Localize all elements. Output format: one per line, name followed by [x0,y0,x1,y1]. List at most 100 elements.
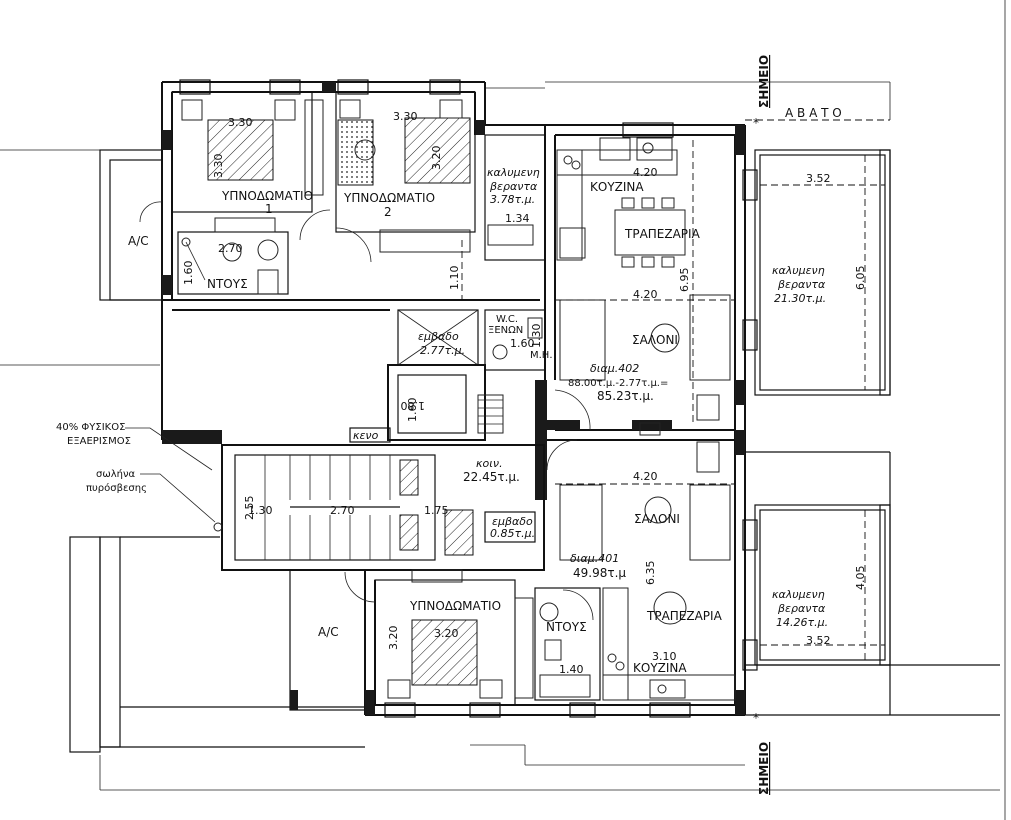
dim-small-veranda: 1.34 [505,212,530,225]
bedroom-2: 3.30 3.20 ΥΠΝΟΔΩΜΑΤΙΟ 2 [335,91,476,263]
label-veranda-upper-c: 21.30τ.μ. [774,292,826,305]
label-area-box-lower-b: 0.85τ.μ. [490,527,535,540]
wc-guests: W.C. ΞΕΝΩΝ 1.60 1.30 Μ.Η. [484,309,553,371]
label-dining-lower: ΤΡΑΠΕΖΑΡΙΑ [646,609,723,623]
dim-lobby: 1.75 [424,504,449,517]
label-avato: Α Β Α Τ Ο [785,106,842,120]
label-bedroom-2: ΥΠΝΟΔΩΜΑΤΙΟ [343,191,435,205]
label-veranda-upper-a: καλυμενη [772,264,825,277]
dim-bedroom2-depth: 3.20 [430,146,443,171]
shower-upper: 2.70 1.60 ΝΤΟΥΣ [177,217,289,295]
label-ventilation-b: ΕΞΑΕΡΙΣΜΟΣ [67,436,131,447]
dim-lift-width: 1.80 [401,399,426,412]
label-bedroom-1-num: 1 [265,202,273,216]
label-apt402-b: 88.00τ.μ.-2.77τ.μ.= [568,378,668,389]
label-ac-lower: A/C [318,625,339,639]
label-apt401-a: διαμ.401 [570,552,619,565]
dim-veranda-upper-depth: 6.05 [854,266,867,291]
dim-veranda-upper-width: 3.52 [806,172,831,185]
label-ventilation-a: 40% ΦΥΣΙΚΟΣ [56,422,125,433]
label-common-a: κοιν. [476,457,503,470]
dim-bedroom2-width: 3.30 [393,110,418,123]
dim-stair-length: 2.70 [330,504,355,517]
label-simeio-bottom: ΣΗΜΕΙΟ [757,742,771,795]
bedroom-1: 3.30 3.30 ΥΠΝΟΔΩΜΑΤΙΟ 1 [171,91,331,241]
dim-veranda-lower-width: 3.52 [806,634,831,647]
dim-shower-lower: 1.40 [559,663,584,676]
label-mh: Μ.Η. [530,350,553,361]
dim-wc: 1.60 [510,337,535,350]
marker-star-top: * [753,116,759,130]
dim-bedroom-lower-depth: 3.20 [387,626,400,651]
kitchen-lower: 3.10 ΚΟΥΖΙΝΑ [602,587,736,701]
dim-bedroom-lower-width: 3.20 [434,627,459,640]
small-veranda: καλυμενη βεραντα 3.78τ.μ. 1.34 [484,134,546,261]
dim-veranda-lower-depth: 4.05 [854,566,867,591]
label-area-box-upper-a: εμβαδο [418,330,459,343]
label-kitchen-upper: ΚΟΥΖΙΝΑ [590,180,644,194]
label-veranda-lower-b: βεραντα [777,602,826,615]
label-common-b: 22.45τ.μ. [463,470,520,484]
dim-wc-depth: 1.30 [530,324,543,349]
label-fire-hose-b: πυρόσβεσης [86,482,147,494]
dim-shower-width: 2.70 [218,242,243,255]
label-living-upper: ΣΑΛΟΝΙ [632,333,678,347]
living-lower: 4.20 6.35 ΣΑΛΟΝΙ διαμ.401 49.98τ.μ [546,422,735,586]
dim-corridor: 1.10 [448,266,461,291]
dim-kitchen-upper: 4.20 [633,166,658,179]
label-apt402-a: διαμ.402 [590,362,639,375]
label-shower-upper: ΝΤΟΥΣ [207,277,248,291]
label-veranda-upper-b: βεραντα [777,278,826,291]
dim-lift-height: 1.60 [406,398,419,423]
label-bedroom-lower: ΥΠΝΟΔΩΜΑΤΙΟ [409,599,501,613]
label-fire-hose-a: σωλήνα [96,468,136,480]
dim-living-lower: 4.20 [633,470,658,483]
dim-bedroom1-width: 3.30 [228,116,253,129]
label-keno: κενο [353,429,379,442]
dim-stair-landing: 1.30 [248,504,273,517]
shower-lower: ΝΤΟΥΣ 1.40 [534,587,601,701]
label-wc-a: W.C. [496,314,518,325]
veranda-upper-right: 3.52 6.05 καλυμενη βεραντα 21.30τ.μ. [754,149,891,396]
label-apt401-b: 49.98τ.μ [573,566,626,580]
veranda-lower-right: 4.05 3.52 καλυμενη βεραντα 14.26τ.μ. [745,451,1000,716]
area-box-upper: εμβαδο 2.77τ.μ. [397,309,479,366]
marker-star-bottom: * [753,711,759,725]
label-small-veranda-a: καλυμενη [487,166,540,179]
label-small-veranda-c: 3.78τ.μ. [490,193,535,206]
label-bedroom-2-num: 2 [384,205,392,219]
dim-upper-depth: 6.95 [678,268,691,293]
dining-upper: ΤΡΑΠΕΖΑΡΙΑ [614,197,701,268]
dim-shower-depth: 1.60 [182,261,195,286]
stairwell: 2.55 1.30 2.70 1.75 κοιν. 22.45τ.μ. [213,444,545,571]
label-simeio-top: ΣΗΜΕΙΟ [757,55,771,108]
windows [179,79,758,718]
kitchen-upper: 4.20 ΚΟΥΖΙΝΑ [556,137,678,261]
lift-shaft: 1.60 1.80 κενο [349,364,504,443]
label-area-box-lower-a: εμβαδο [492,515,533,528]
area-box-lower: εμβαδο 0.85τ.μ. [484,511,536,543]
label-wc-b: ΞΕΝΩΝ [488,325,523,336]
label-bedroom-1: ΥΠΝΟΔΩΜΑΤΙΟ [221,189,313,203]
dim-lower-depth: 6.35 [644,561,657,586]
balcony-left-upper [99,149,163,301]
bedroom-lower: ΥΠΝΟΔΩΜΑΤΙΟ 3.20 3.20 [344,569,534,706]
label-dining-upper: ΤΡΑΠΕΖΑΡΙΑ [624,227,701,241]
dim-living-upper: 4.20 [633,288,658,301]
label-ac-upper: A/C [128,234,149,248]
label-shower-lower: ΝΤΟΥΣ [546,620,587,634]
label-living-lower: ΣΑΛΟΝΙ [634,512,680,526]
label-veranda-lower-a: καλυμενη [772,588,825,601]
label-area-box-upper-b: 2.77τ.μ. [420,344,465,357]
label-kitchen-lower: ΚΟΥΖΙΝΑ [633,661,687,675]
dim-bedroom1-depth: 3.30 [212,154,225,179]
dim-kitchen-lower: 3.10 [652,650,677,663]
label-small-veranda-b: βεραντα [489,180,538,193]
living-upper: 4.20 6.95 ΣΑΛΟΝΙ διαμ.402 88.00τ.μ.-2.77… [554,140,735,431]
label-apt402-c: 85.23τ.μ. [597,389,654,403]
dim-stair-height: 2.55 [243,496,256,521]
dining-lower: ΤΡΑΠΕΖΑΡΙΑ [646,591,723,625]
label-veranda-lower-c: 14.26τ.μ. [776,616,828,629]
